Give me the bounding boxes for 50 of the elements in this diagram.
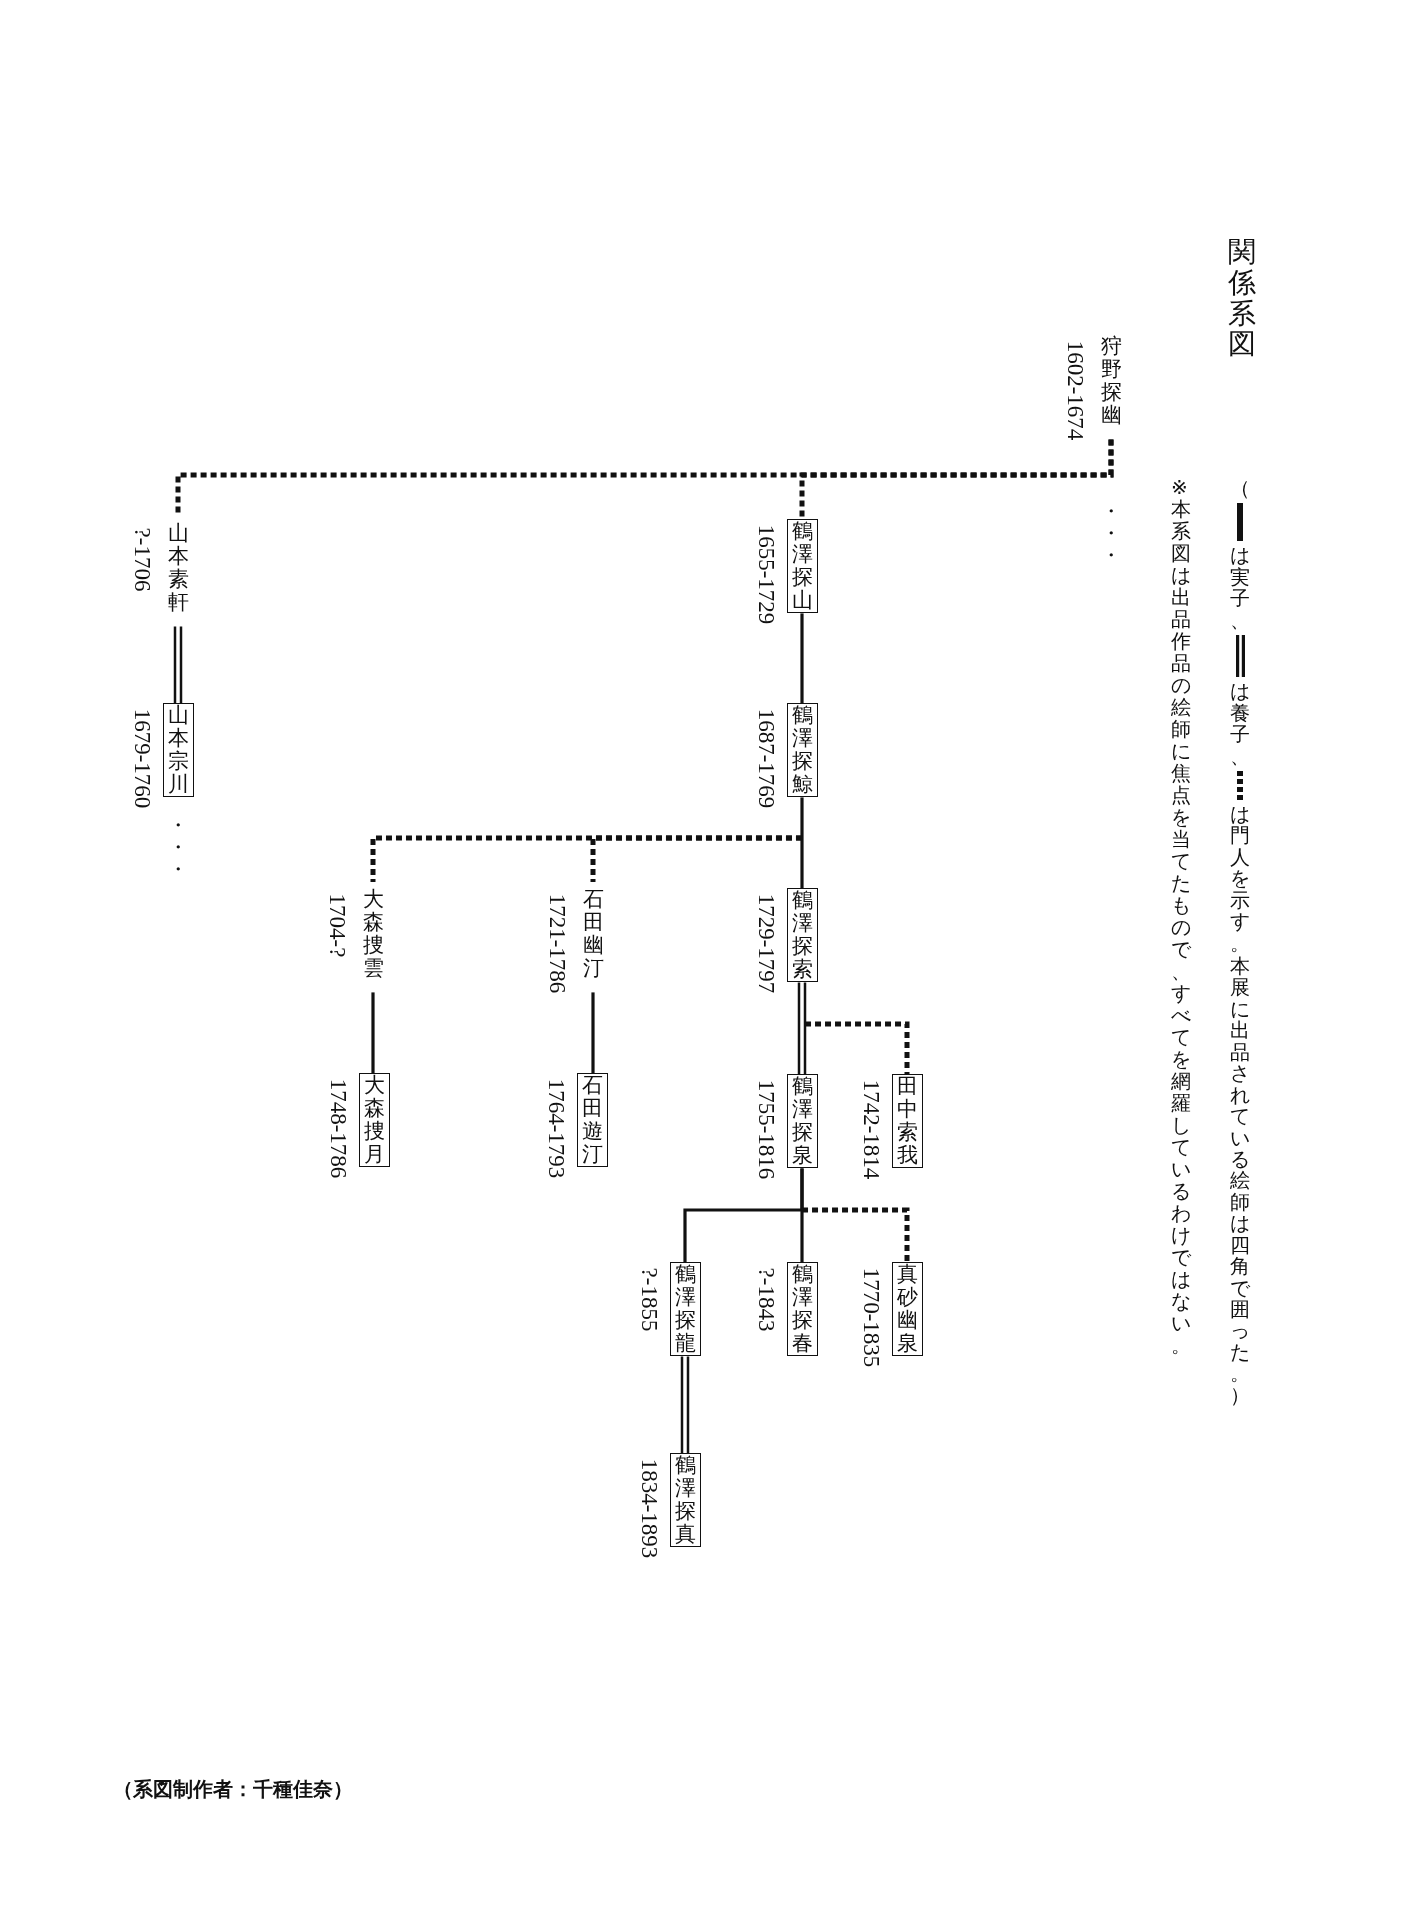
double-connector bbox=[797, 981, 807, 1076]
legend-bracket: （ bbox=[1230, 478, 1250, 500]
solid-connector bbox=[371, 992, 375, 1073]
solid-connector bbox=[800, 797, 804, 888]
name-box: 田中索我 bbox=[891, 1074, 923, 1169]
life-dates: 1729-1797 bbox=[755, 893, 779, 993]
name-box: 石田遊汀 bbox=[576, 1073, 608, 1168]
life-dates: 1770-1835 bbox=[860, 1267, 884, 1367]
legend-label: は門人を示す。 bbox=[1230, 803, 1250, 954]
life-dates: 1721-1786 bbox=[546, 893, 570, 993]
continuation-dots: ・・・ bbox=[168, 814, 188, 880]
legend-label: は養子、 bbox=[1230, 681, 1250, 767]
name-box: 鶴澤探山 bbox=[786, 519, 818, 614]
life-dates: 1764-1793 bbox=[545, 1078, 569, 1178]
name-box: 鶴澤探真 bbox=[669, 1453, 701, 1548]
life-dates: ?-1843 bbox=[755, 1267, 779, 1331]
name-box: 大森捜月 bbox=[358, 1073, 390, 1168]
name-box: 真砂幽泉 bbox=[891, 1262, 923, 1357]
solid-connector bbox=[683, 1168, 804, 1262]
life-dates: ?-1855 bbox=[638, 1267, 662, 1331]
life-dates: 1748-1786 bbox=[327, 1078, 351, 1178]
life-dates: 1687-1769 bbox=[755, 708, 779, 808]
life-dates: 1834-1893 bbox=[638, 1458, 662, 1558]
legend-note: 本展に出品されている絵師は四角で囲った。） bbox=[1230, 956, 1250, 1407]
person-name: 大森捜雲 bbox=[362, 888, 384, 981]
credit-line: （系図制作者：千種佳奈） bbox=[113, 1778, 353, 1801]
name-box: 鶴澤探泉 bbox=[786, 1074, 818, 1169]
life-dates: 1704-? bbox=[326, 893, 350, 957]
life-dates: 1755-1816 bbox=[755, 1079, 779, 1179]
double-connector bbox=[173, 625, 183, 705]
life-dates: 1742-1814 bbox=[860, 1079, 884, 1179]
solid-connector bbox=[800, 613, 804, 703]
footnote: ※本系図は出品作品の絵師に焦点を当てたもので、すべてを網羅しているわけではない。 bbox=[1171, 476, 1191, 1356]
diagram-title: 関係系図 bbox=[1228, 237, 1256, 361]
person-name: 石田幽汀 bbox=[582, 888, 604, 981]
legend-label: は実子、 bbox=[1230, 545, 1250, 632]
life-dates: 1655-1729 bbox=[755, 524, 779, 624]
continuation-dots: ・・・ bbox=[1101, 500, 1121, 566]
name-box: 鶴澤探鯨 bbox=[786, 703, 818, 798]
name-box: 鶴澤探龍 bbox=[669, 1262, 701, 1357]
life-dates: 1679-1760 bbox=[131, 708, 155, 808]
life-dates: ?-1706 bbox=[131, 527, 155, 591]
life-dates: 1602-1674 bbox=[1064, 340, 1088, 440]
name-box: 鶴澤探春 bbox=[786, 1262, 818, 1357]
solid-connector bbox=[591, 992, 595, 1073]
name-box: 山本宗川 bbox=[162, 703, 194, 798]
person-name: 狩野探幽 bbox=[1100, 335, 1122, 428]
name-box: 鶴澤探索 bbox=[786, 888, 818, 983]
person-name: 山本素軒 bbox=[167, 522, 189, 615]
double-connector bbox=[680, 1355, 690, 1455]
